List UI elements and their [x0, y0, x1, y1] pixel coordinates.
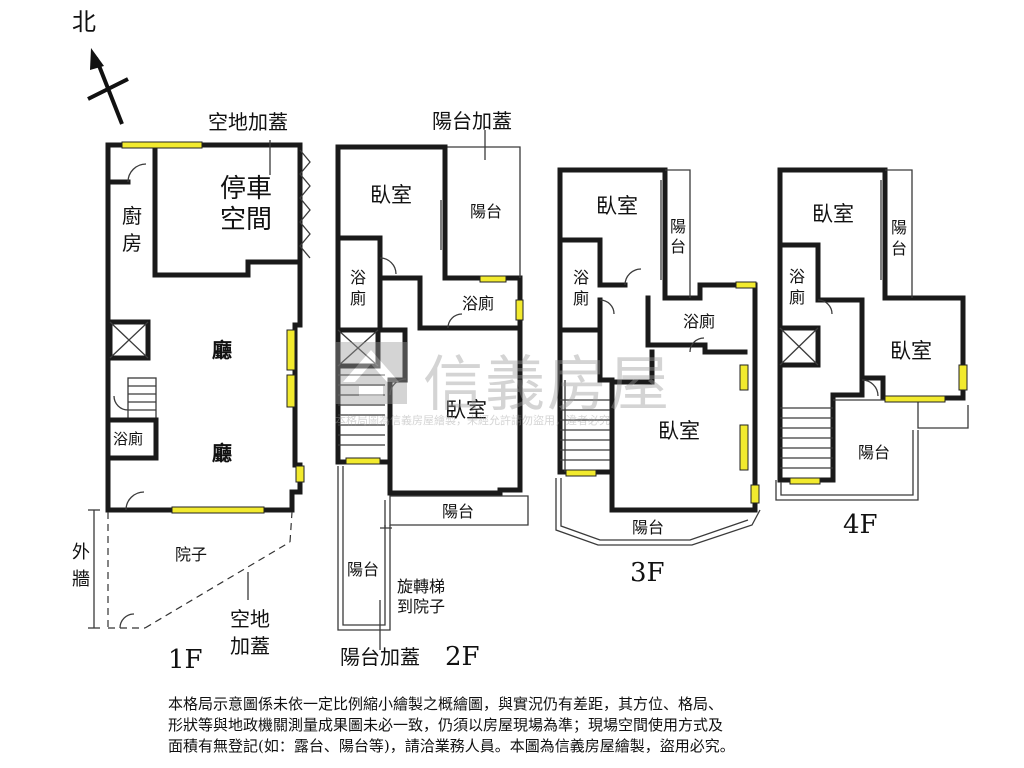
window-icon	[958, 364, 968, 391]
north-label: 北	[72, 8, 96, 36]
floor-label-2f: 2F	[445, 642, 480, 672]
label-1f-bathroom: 浴廁	[113, 430, 143, 448]
label-3f-balcony-2: 陽台	[632, 518, 664, 537]
window-icon	[735, 281, 757, 289]
window-icon	[479, 275, 507, 283]
label-2f-balcony-ext-top: 陽台加蓋	[432, 109, 512, 133]
window-icon	[884, 395, 946, 403]
window-icon	[565, 469, 597, 477]
label-4f-bedroom-1: 臥室	[812, 202, 854, 226]
label-1f-extension-bottom-1: 空地	[230, 607, 270, 631]
label-2f-bath-small-1: 浴	[350, 268, 366, 287]
label-3f-bedroom-1: 臥室	[596, 194, 638, 218]
window-icon	[295, 465, 305, 483]
label-4f-balcony-2: 陽台	[858, 443, 890, 462]
label-1f-hall-1: 廳	[212, 338, 232, 362]
label-1f-yard: 院子	[175, 545, 207, 564]
floor-label-3f: 3F	[630, 558, 665, 588]
label-2f-bedroom-2: 臥室	[445, 398, 487, 422]
label-3f-bath-2: 浴廁	[683, 312, 715, 331]
window-icon	[286, 329, 296, 371]
label-1f-outer-wall-2: 牆	[72, 569, 90, 590]
label-3f-bath-1a: 浴	[573, 268, 589, 287]
label-1f-parking-1: 停車	[220, 174, 272, 204]
label-3f-balcony-1b: 台	[670, 237, 686, 256]
label-2f-balcony-1: 陽台	[470, 202, 502, 221]
window-icon	[121, 141, 203, 149]
floor-1f: 空地加蓋 停車 空間 廚 房 廳 廳 浴廁 院子 外 牆 空地 加蓋 1F	[72, 110, 311, 675]
label-2f-balcony-2: 陽台	[442, 502, 474, 521]
disclaimer-line-3: 面積有無登記(如：露台、陽台等)，請洽業務人員。本圖為信義房屋繪製，盜用必究。	[168, 737, 735, 755]
stairs	[560, 380, 610, 472]
window-icon	[789, 477, 821, 485]
disclaimer-line-2: 形狀等與地政機關測量成果圖未必一致，仍須以房屋現場為準；現場空間使用方式及	[168, 716, 724, 734]
label-1f-outer-wall-1: 外	[72, 542, 90, 563]
window-icon	[286, 374, 296, 408]
label-2f-bedroom-1: 臥室	[370, 183, 412, 207]
label-1f-hall-2: 廳	[212, 441, 232, 465]
floor-3f: 臥室 陽 台 浴 廁 浴廁 臥室 陽台 3F	[555, 167, 761, 588]
stairs	[338, 374, 385, 446]
label-2f-balcony-ext-bottom: 陽台加蓋	[340, 645, 420, 669]
label-2f-bath-small-2: 廁	[350, 289, 366, 308]
label-1f-parking-2: 空間	[220, 205, 272, 235]
floor-label-1f: 1F	[168, 645, 203, 675]
north-arrow: 北	[72, 8, 129, 125]
label-1f-kitchen-2: 房	[122, 231, 142, 255]
window-icon	[515, 299, 524, 321]
window-icon	[739, 424, 749, 471]
label-1f-extension-bottom-2: 加蓋	[230, 634, 270, 658]
floor-2f: 陽台加蓋 臥室 陽台 浴 廁 浴廁 臥室 陽台 陽台 旋轉梯 到院子 陽台加蓋 …	[335, 109, 529, 672]
label-3f-balcony-1a: 陽	[670, 217, 686, 236]
window-icon	[171, 506, 265, 514]
label-4f-bath-1b: 廁	[789, 288, 805, 307]
label-2f-bath-2: 浴廁	[462, 294, 494, 313]
label-1f-kitchen-1: 廚	[122, 204, 142, 228]
label-4f-bedroom-2: 臥室	[890, 339, 932, 363]
label-2f-spiral-1: 旋轉梯	[397, 577, 445, 596]
window-icon	[739, 364, 749, 391]
window-icon	[345, 457, 381, 465]
floor-4f: 臥室 陽 台 浴 廁 臥室 陽台 4F	[775, 167, 969, 540]
floor-label-4f: 4F	[843, 510, 878, 540]
label-4f-balcony-1b: 台	[891, 239, 907, 258]
label-1f-extension-top: 空地加蓋	[208, 110, 288, 134]
label-4f-bath-1a: 浴	[789, 267, 805, 286]
disclaimer-line-1: 本格局示意圖係未依一定比例縮小繪製之概繪圖，與實況仍有差距，其方位、格局、	[168, 695, 724, 713]
label-2f-spiral-2: 到院子	[397, 597, 445, 616]
label-4f-balcony-1a: 陽	[891, 218, 907, 237]
stairs	[780, 407, 833, 469]
label-2f-balcony-3: 陽台	[347, 560, 379, 579]
window-icon	[750, 484, 760, 504]
disclaimer: 本格局示意圖係未依一定比例縮小繪製之概繪圖，與實況仍有差距，其方位、格局、 形狀…	[168, 694, 888, 757]
label-3f-bath-1b: 廁	[573, 289, 589, 308]
label-3f-bedroom-2: 臥室	[658, 419, 700, 443]
